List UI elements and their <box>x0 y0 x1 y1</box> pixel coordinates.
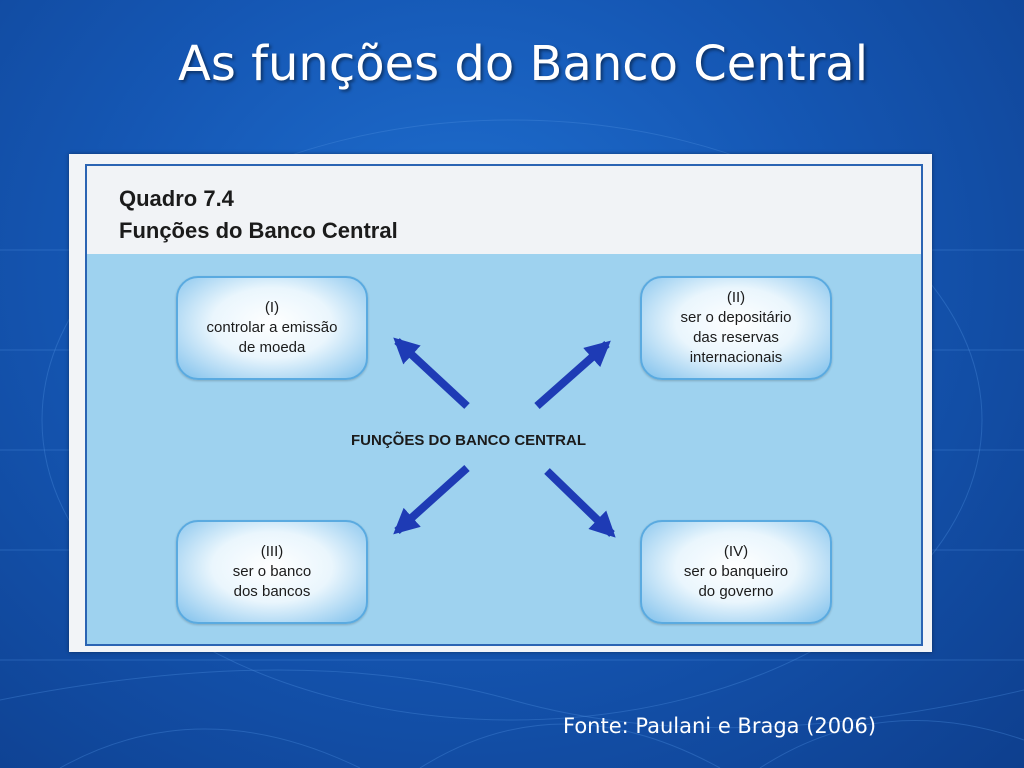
function-box-3: (III) ser o banco dos bancos <box>176 520 368 624</box>
figure-label: Quadro 7.4 <box>119 186 234 211</box>
box-number: (III) <box>260 543 284 560</box>
box-line: das reservas <box>693 329 779 346</box>
box-number: (I) <box>264 299 280 316</box>
arrow-to-box-1 <box>393 337 470 409</box>
box-line: ser o depositário <box>680 309 792 326</box>
box-number: (II) <box>726 289 746 306</box>
box-line: internacionais <box>689 349 783 366</box>
diagram-figure: Quadro 7.4 Funções do Banco Central FUNÇ… <box>69 154 932 652</box>
figure-heading: Funções do Banco Central <box>119 218 398 243</box>
arrow-to-box-2 <box>534 340 611 409</box>
box-line: ser o banco <box>232 563 312 580</box>
box-number: (IV) <box>723 543 749 560</box>
arrow-to-box-4 <box>544 468 616 538</box>
source-caption: Fonte: Paulani e Braga (2006) <box>563 714 877 738</box>
arrows-layer <box>393 337 616 538</box>
slide-title: As funções do Banco Central <box>178 36 869 92</box>
box-line: controlar a emissão <box>206 319 338 336</box>
function-box-4: (IV) ser o banqueiro do governo <box>640 520 832 624</box>
function-box-1: (I) controlar a emissão de moeda <box>176 276 368 380</box>
function-box-2: (II) ser o depositário das reservas inte… <box>640 276 832 380</box>
box-line: ser o banqueiro <box>683 563 789 580</box>
diagram-panel: Quadro 7.4 Funções do Banco Central FUNÇ… <box>85 164 923 646</box>
box-line: de moeda <box>238 339 306 356</box>
center-label: FUNÇÕES DO BANCO CENTRAL <box>351 432 586 449</box>
arrow-to-box-3 <box>393 465 470 535</box>
box-line: dos bancos <box>233 583 311 600</box>
panel-header <box>87 166 921 254</box>
box-line: do governo <box>698 583 774 600</box>
